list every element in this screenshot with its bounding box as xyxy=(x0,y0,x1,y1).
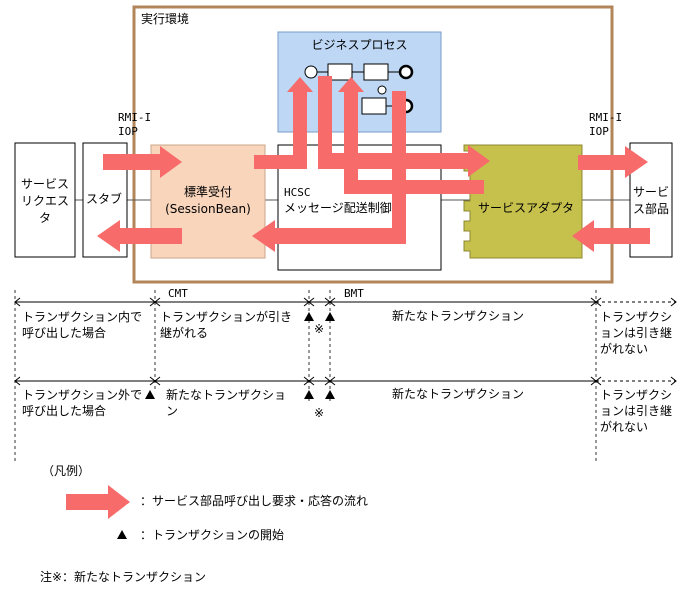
transaction-start-triangle xyxy=(145,390,155,399)
flow-arrow-response-4 xyxy=(572,220,650,252)
row2-left-text: トランザクション外で呼び出した場合 xyxy=(22,388,143,418)
row2-center-text: 新たなトランザクション xyxy=(392,387,525,401)
timeline-separators xyxy=(14,290,597,462)
flow-arrow-response-3 xyxy=(252,91,406,252)
row1-asterisk: ※ xyxy=(314,322,325,336)
footnote: 注※：新たなトランザクション xyxy=(40,570,207,584)
standard-receiver-label: 標準受付 (SessionBean) xyxy=(165,185,251,216)
row1-mid-text: トランザクションが引き継がれる xyxy=(160,310,293,340)
transaction-start-markers xyxy=(117,312,335,539)
flow-arrow-request-1 xyxy=(103,146,182,178)
transaction-start-triangle xyxy=(304,312,314,321)
transaction-start-triangle xyxy=(325,312,335,321)
service-requester-box xyxy=(14,142,76,258)
row1-right-text: トランザクションは引き継がれない xyxy=(600,310,673,356)
service-adapter-label: サービスアダプタ xyxy=(477,201,574,215)
legend-arrow-description: ：サービス部品呼び出し要求・応答の流れ xyxy=(140,494,369,508)
business-process-label: ビジネスプロセス xyxy=(311,38,408,52)
flow-arrow-request-4 xyxy=(578,146,648,178)
environment-title: 実行環境 xyxy=(141,12,190,26)
legend-arrow-icon xyxy=(66,485,130,519)
hcsc-label: HCSC xyxy=(284,186,311,199)
legend-title: （凡例） xyxy=(42,464,91,478)
row2-right-text: トランザクションは引き継がれない xyxy=(600,388,673,434)
bmt-label: BMT xyxy=(344,287,364,300)
cmt-label: CMT xyxy=(168,287,188,300)
row2-mid-text: 新たなトランザクション xyxy=(166,388,287,418)
transaction-start-triangle xyxy=(304,390,314,399)
rmi-iiop-label-right: RMI-IIOP xyxy=(589,111,623,138)
legend-triangle-description: ：トランザクションの開始 xyxy=(140,528,285,542)
flow-arrows xyxy=(66,76,650,519)
flow-arrow-response-2 xyxy=(338,77,484,194)
rmi-iiop-label-left: RMI-IIOP xyxy=(118,111,152,138)
process-flow-icon xyxy=(304,63,414,115)
row1-center-text: 新たなトランザクション xyxy=(392,309,525,323)
stub-label: スタブ xyxy=(86,192,123,206)
hcsc-subtitle: メッセージ配送制御 xyxy=(284,201,392,215)
flow-arrow-response-1 xyxy=(97,220,182,252)
service-part-label: サービス部品 xyxy=(632,185,669,216)
service-requester-label: サービスリクエスタ xyxy=(20,177,69,225)
legend-triangle-icon xyxy=(117,530,127,539)
row2-asterisk: ※ xyxy=(314,406,325,420)
row1-left-text: トランザクション内で呼び出した場合 xyxy=(22,310,143,340)
flow-arrow-request-2 xyxy=(254,77,313,169)
transaction-start-triangle xyxy=(325,390,335,399)
